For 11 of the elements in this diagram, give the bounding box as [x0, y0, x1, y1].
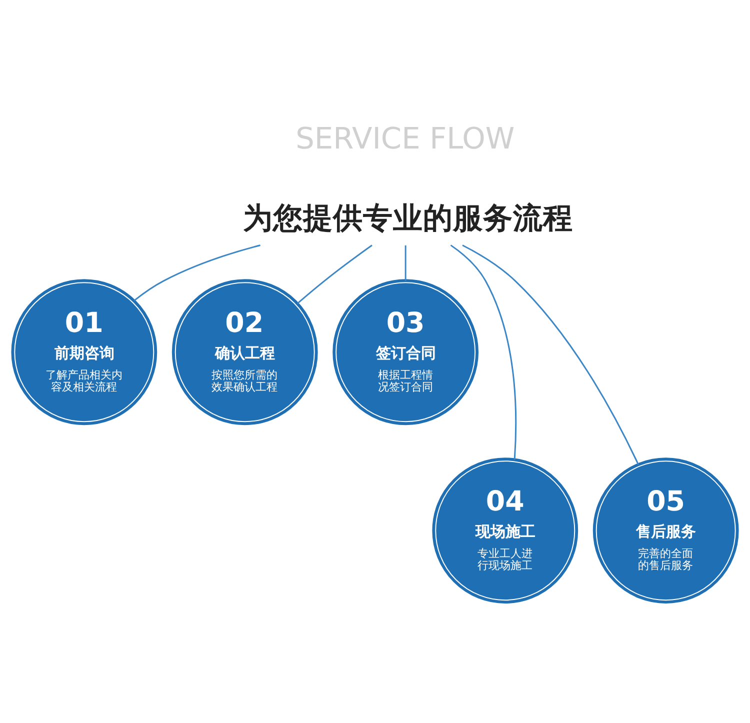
connector: [450, 244, 517, 460]
node-circle: 02 确认工程 按照您所需的效果确认工程: [172, 279, 318, 426]
node-text: 为您提供专业的服务流程: [242, 200, 573, 235]
connector: [134, 244, 260, 302]
node-circle: 01 前期咨询 了解产品相关内容及相关流程: [11, 279, 158, 426]
connector: [404, 245, 406, 281]
connector: [462, 244, 639, 465]
node-circle: 05 售后服务 完善的全面的售后服务: [592, 458, 739, 604]
node-circle: 03 签订合同 根据工程情况签订合同: [332, 279, 479, 426]
connector: [297, 244, 372, 304]
node-circle: 04 现场施工 专业工人进行现场施工: [432, 458, 578, 604]
